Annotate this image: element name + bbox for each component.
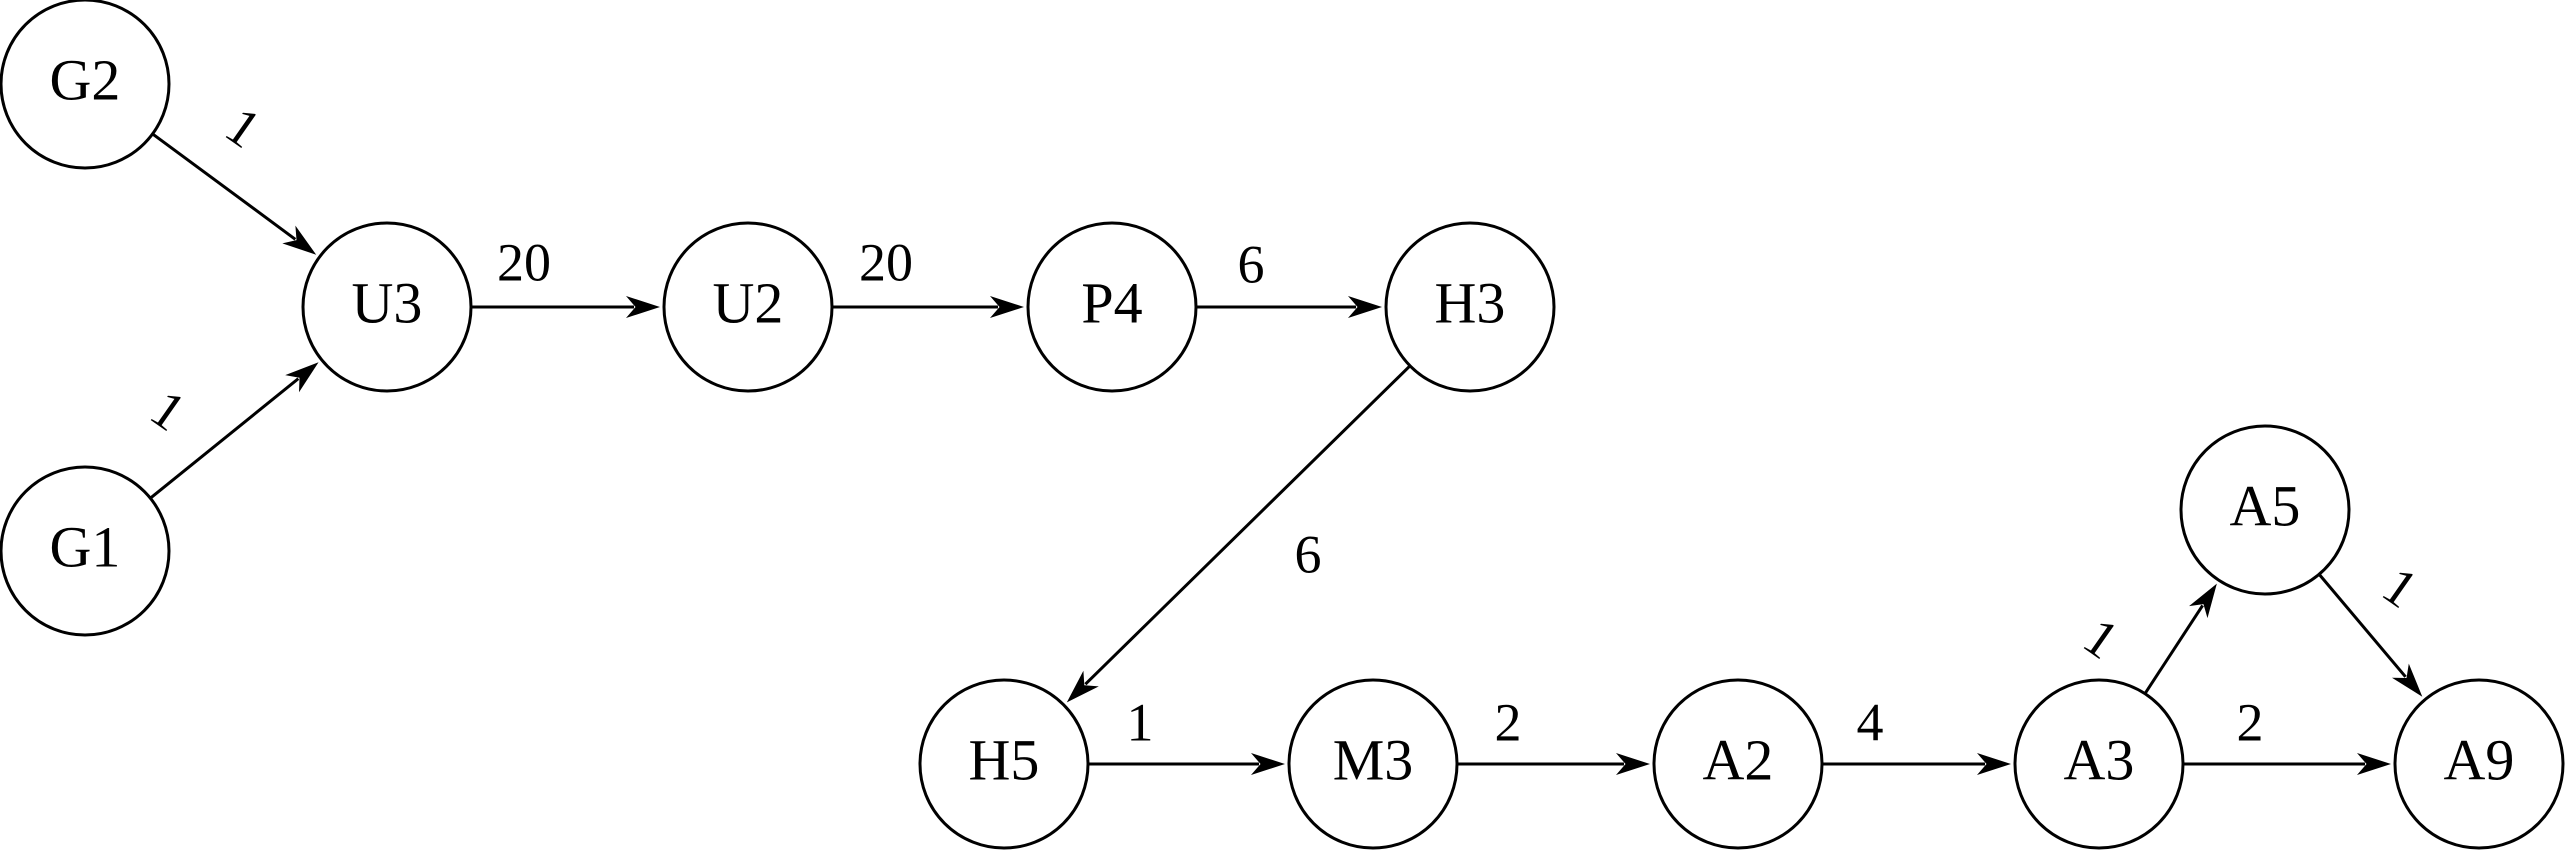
node-u3: U3 bbox=[301, 221, 473, 393]
arrowhead-icon bbox=[282, 225, 317, 255]
edge-u3-u2 bbox=[471, 296, 660, 318]
edge-weight-label: 1 bbox=[2372, 555, 2429, 620]
edge-weight-label: 4 bbox=[1857, 692, 1884, 752]
arrowhead-icon bbox=[626, 296, 660, 318]
node-m3: M3 bbox=[1287, 678, 1459, 850]
edge-u2-p4 bbox=[832, 296, 1024, 318]
edge-line bbox=[2143, 604, 2204, 695]
node-a5: A5 bbox=[2179, 424, 2351, 596]
edge-a5-a9 bbox=[2317, 573, 2423, 697]
arrowhead-icon bbox=[2357, 753, 2391, 775]
node-label: M3 bbox=[1333, 727, 1414, 792]
node-circle bbox=[0, 465, 171, 637]
node-g1: G1 bbox=[0, 465, 171, 637]
edge-weight-label: 1 bbox=[140, 378, 197, 443]
arrowhead-icon bbox=[2189, 583, 2217, 619]
node-label: A9 bbox=[2444, 727, 2515, 792]
edge-weight-label: 1 bbox=[215, 95, 272, 160]
node-p4: P4 bbox=[1026, 221, 1198, 393]
arrowhead-icon bbox=[1348, 296, 1382, 318]
edge-labels-layer: 1 1 20 20 6 6 1 2 4 1 2 1 bbox=[140, 95, 2429, 752]
node-h5: H5 bbox=[918, 678, 1090, 850]
node-circle bbox=[2393, 678, 2565, 850]
node-circle bbox=[0, 0, 171, 170]
edge-g2-u3 bbox=[151, 132, 317, 255]
arrowhead-icon bbox=[1251, 753, 1285, 775]
edge-weight-label: 2 bbox=[2237, 692, 2264, 752]
edges-layer bbox=[149, 132, 2423, 775]
edge-h5-m3 bbox=[1088, 753, 1285, 775]
node-circle bbox=[2179, 424, 2351, 596]
arrowhead-icon bbox=[990, 296, 1024, 318]
node-label: A5 bbox=[2230, 473, 2301, 538]
node-a9: A9 bbox=[2393, 678, 2565, 850]
node-label: A3 bbox=[2064, 727, 2135, 792]
edge-line bbox=[2317, 573, 2407, 678]
node-label: G2 bbox=[50, 47, 121, 112]
node-circle bbox=[918, 678, 1090, 850]
node-label: H3 bbox=[1435, 270, 1506, 335]
edge-weight-label: 1 bbox=[1127, 692, 1154, 752]
node-label: U2 bbox=[713, 270, 784, 335]
node-g2: G2 bbox=[0, 0, 171, 170]
arrowhead-icon bbox=[1066, 670, 1099, 703]
edge-a3-a5 bbox=[2143, 583, 2217, 695]
edge-line bbox=[151, 132, 297, 241]
edge-p4-h3 bbox=[1196, 296, 1382, 318]
node-circle bbox=[1026, 221, 1198, 393]
edge-a3-a9 bbox=[2183, 753, 2391, 775]
node-a2: A2 bbox=[1652, 678, 1824, 850]
edge-m3-a2 bbox=[1457, 753, 1650, 775]
edge-weight-label: 1 bbox=[2073, 606, 2130, 671]
edge-weight-label: 20 bbox=[497, 232, 551, 292]
arrowhead-icon bbox=[1616, 753, 1650, 775]
edge-line bbox=[149, 377, 300, 500]
node-label: P4 bbox=[1081, 270, 1142, 335]
node-label: A2 bbox=[1703, 727, 1774, 792]
node-label: H5 bbox=[969, 727, 1040, 792]
node-label: G1 bbox=[50, 514, 121, 579]
node-h3: H3 bbox=[1384, 221, 1556, 393]
edge-g1-u3 bbox=[149, 362, 319, 500]
arrowhead-icon bbox=[2391, 663, 2423, 697]
edge-weight-label: 6 bbox=[1238, 234, 1265, 294]
node-circle bbox=[301, 221, 473, 393]
node-u2: U2 bbox=[662, 221, 834, 393]
node-circle bbox=[662, 221, 834, 393]
arrowhead-icon bbox=[285, 362, 319, 393]
node-circle bbox=[2013, 678, 2185, 850]
node-circle bbox=[1384, 221, 1556, 393]
edge-weight-label: 6 bbox=[1295, 524, 1322, 584]
edge-weight-label: 2 bbox=[1495, 692, 1522, 752]
edge-line bbox=[1084, 364, 1412, 686]
node-a3: A3 bbox=[2013, 678, 2185, 850]
node-circle bbox=[1652, 678, 1824, 850]
arrowhead-icon bbox=[1977, 753, 2011, 775]
node-circle bbox=[1287, 678, 1459, 850]
edge-weight-label: 20 bbox=[859, 232, 913, 292]
edge-h3-h5 bbox=[1066, 364, 1412, 703]
edge-a2-a3 bbox=[1822, 753, 2011, 775]
node-label: U3 bbox=[352, 270, 423, 335]
